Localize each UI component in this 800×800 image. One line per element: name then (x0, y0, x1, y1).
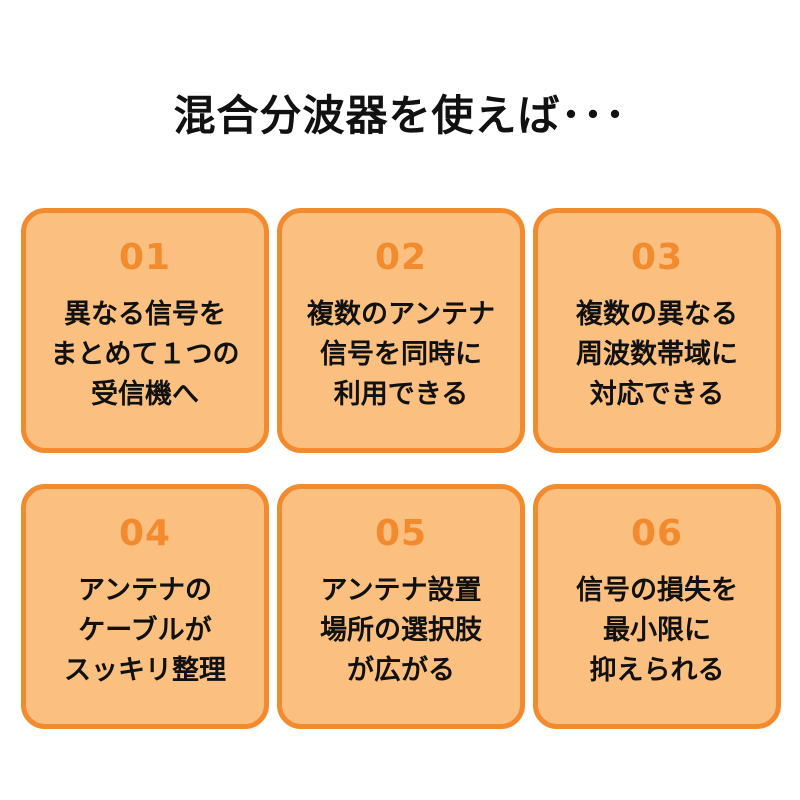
card-text-line: スッキリ整理 (64, 655, 226, 686)
card-text-line: ケーブルが (78, 615, 212, 646)
card-text-line: アンテナ設置 (320, 575, 482, 606)
card-text: 信号の損失を 最小限に 抑えられる (538, 571, 776, 691)
card-text-line: 利用できる (333, 379, 469, 410)
page-title: 混合分波器を使えば･･･ (173, 91, 627, 140)
card-03: 03 複数の異なる 周波数帯域に 対応できる (533, 208, 781, 453)
card-text-line: 最小限に (603, 615, 711, 646)
card-text: アンテナ設置 場所の選択肢 が広がる (282, 571, 520, 691)
card-text: 異なる信号を まとめて１つの 受信機へ (26, 295, 264, 415)
card-text-line: 受信機へ (91, 379, 199, 410)
card-05: 05 アンテナ設置 場所の選択肢 が広がる (277, 484, 525, 729)
card-06: 06 信号の損失を 最小限に 抑えられる (533, 484, 781, 729)
card-text-line: が広がる (347, 655, 455, 686)
card-text-line: 場所の選択肢 (320, 615, 482, 646)
card-number: 04 (118, 513, 172, 554)
card-text: 複数のアンテナ 信号を同時に 利用できる (282, 295, 520, 415)
card-text-line: 周波数帯域に (576, 339, 738, 370)
card-number: 03 (630, 237, 684, 278)
card-text-line: 信号を同時に (320, 339, 482, 370)
card-01: 01 異なる信号を まとめて１つの 受信機へ (21, 208, 269, 453)
card-text: アンテナの ケーブルが スッキリ整理 (26, 571, 264, 691)
card-text-line: 対応できる (589, 379, 725, 410)
card-number: 01 (118, 237, 172, 278)
card-number: 06 (630, 513, 684, 554)
card-text-line: アンテナの (78, 575, 212, 606)
card-02: 02 複数のアンテナ 信号を同時に 利用できる (277, 208, 525, 453)
card-number: 05 (374, 513, 428, 554)
card-text-line: まとめて１つの (50, 339, 240, 370)
card-number: 02 (374, 237, 428, 278)
card-text-line: 信号の損失を (576, 575, 738, 606)
card-text-line: 異なる信号を (64, 299, 226, 330)
card-text-line: 複数の異なる (576, 299, 738, 330)
card-04: 04 アンテナの ケーブルが スッキリ整理 (21, 484, 269, 729)
card-text-line: 抑えられる (589, 655, 725, 686)
card-text-line: 複数のアンテナ (307, 299, 495, 330)
card-text: 複数の異なる 周波数帯域に 対応できる (538, 295, 776, 415)
